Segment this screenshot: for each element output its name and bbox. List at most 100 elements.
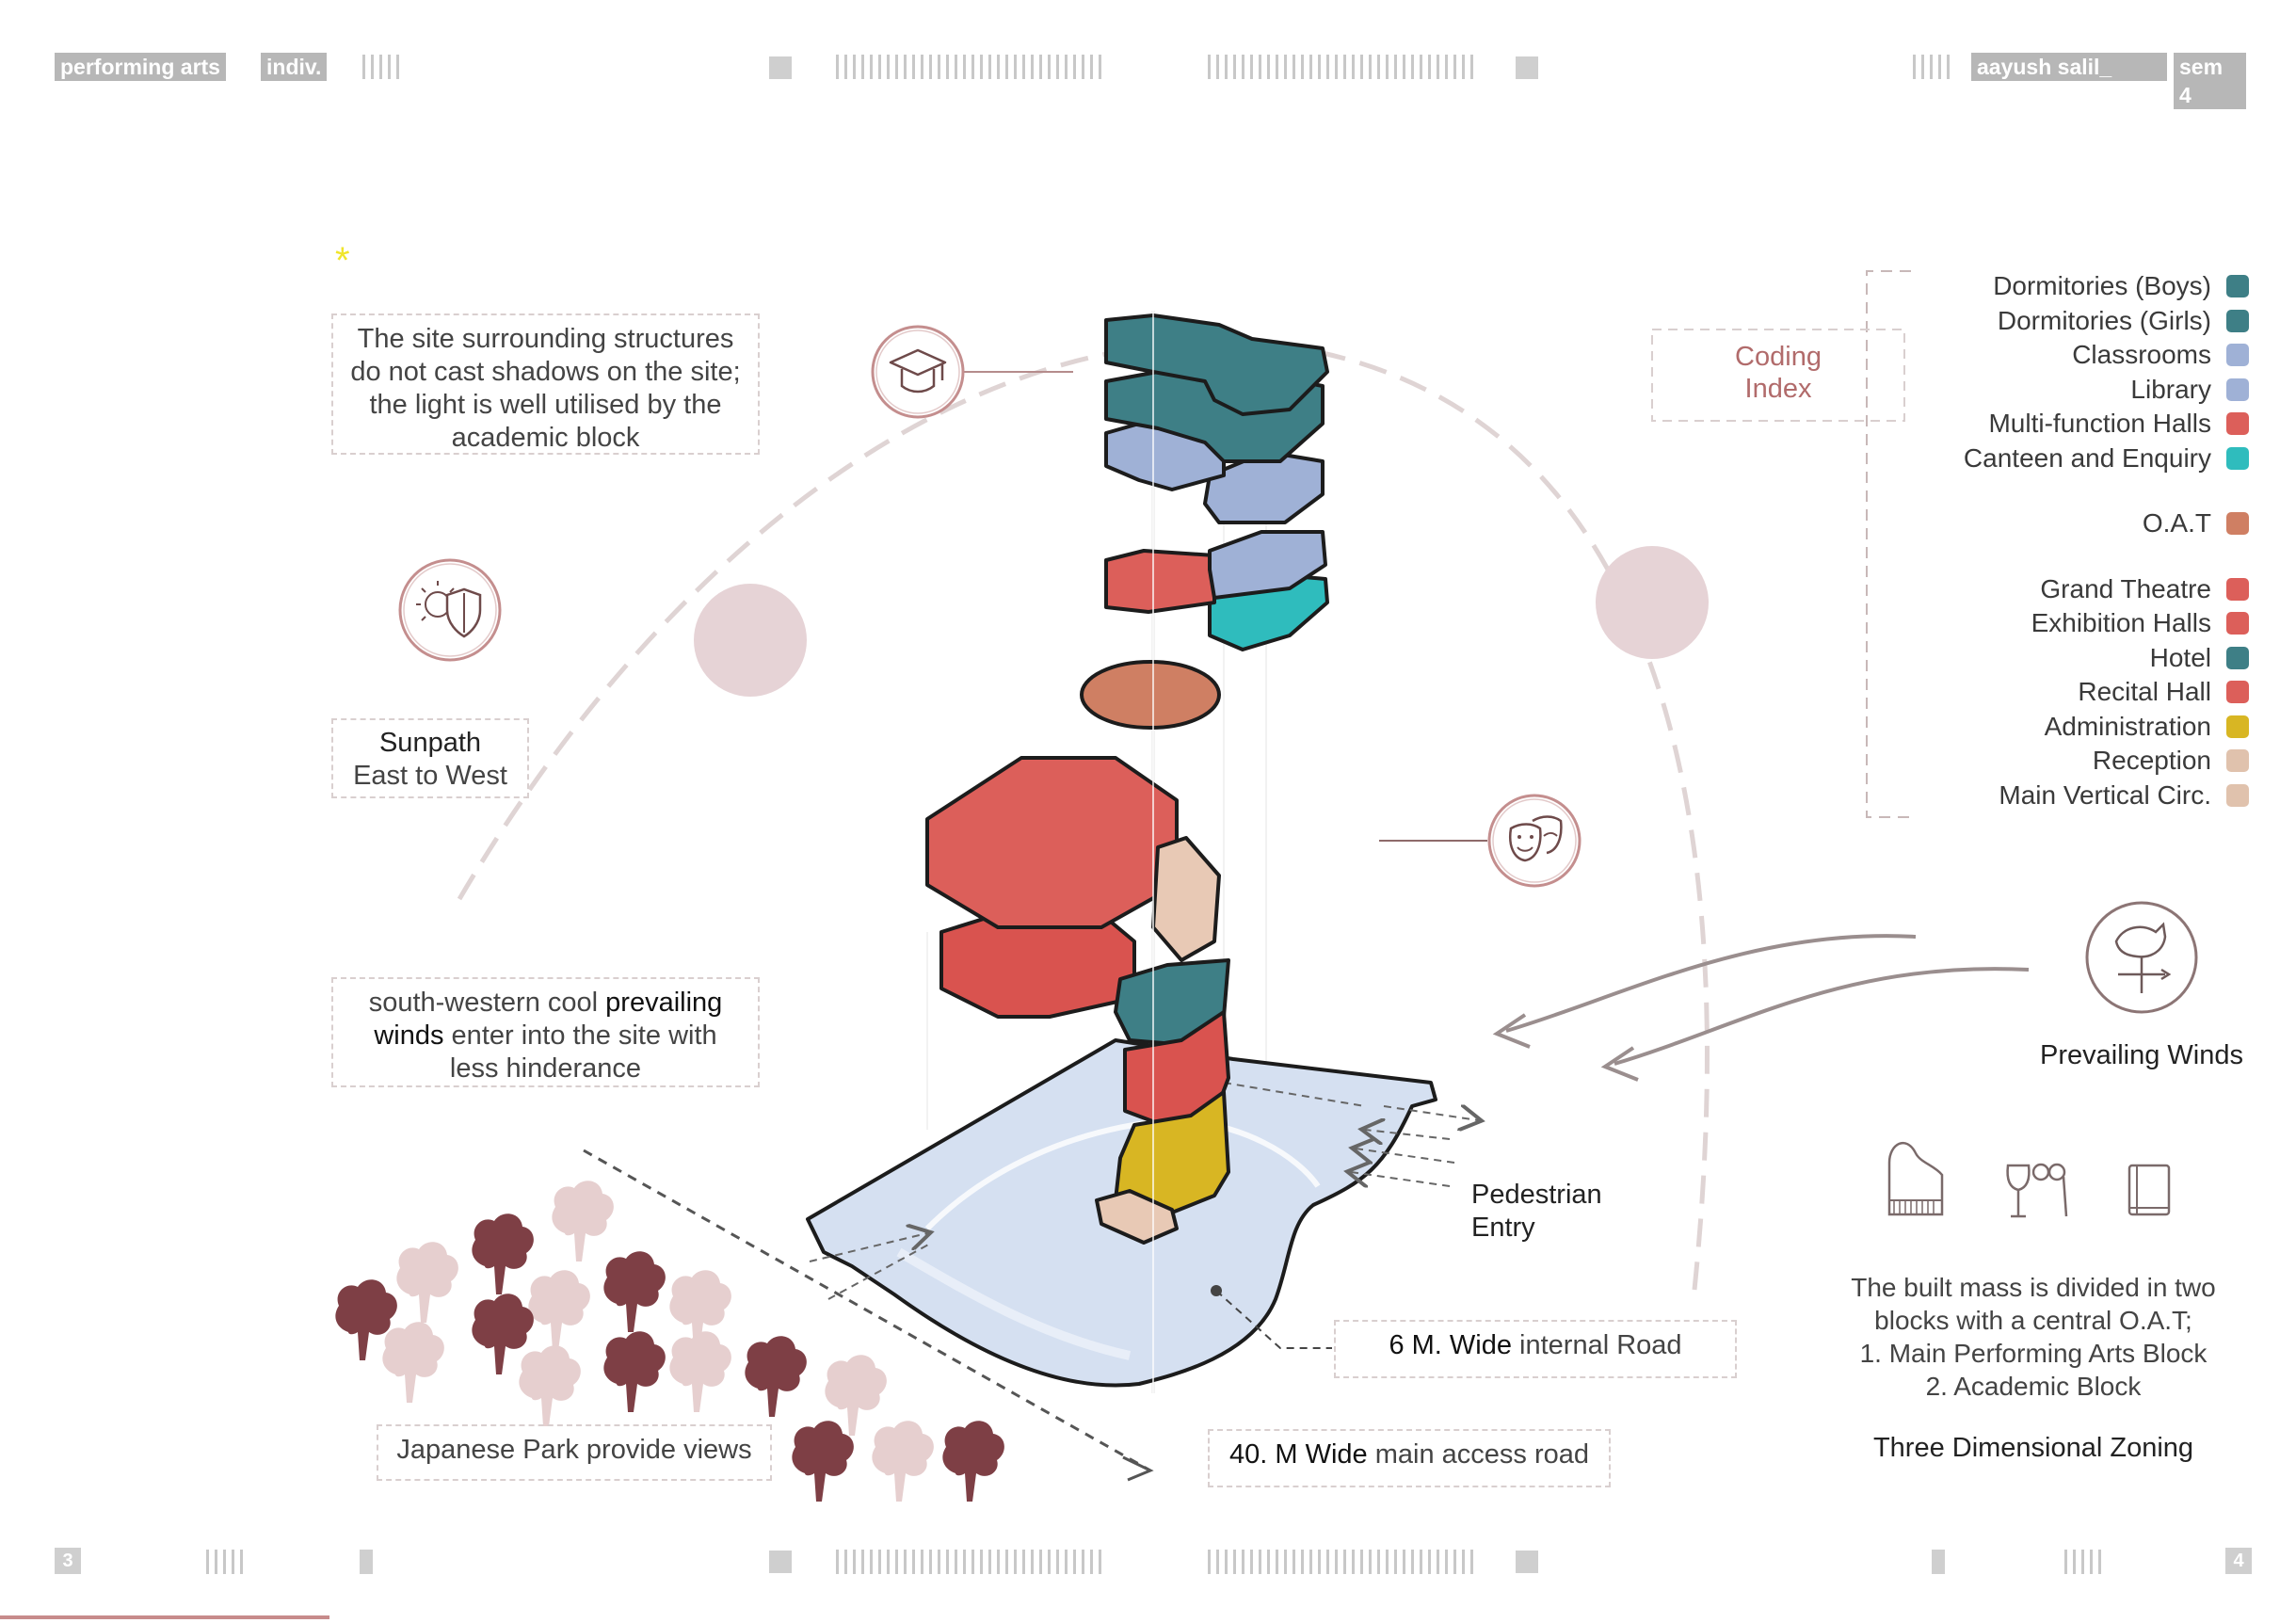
- winds-text-bold-1: prevailing: [605, 988, 723, 1018]
- note-prevailing-winds: south-western cool prevailing winds ente…: [331, 977, 760, 1087]
- zoning-summary-line-1: The built mass is divided in two: [1851, 1273, 2216, 1302]
- wind-arrow: [1505, 934, 1917, 1033]
- coding-index-bracket: [1866, 270, 1911, 818]
- legend-swatch: [2226, 309, 2249, 332]
- legend-item: Main Vertical Circ.: [1854, 779, 2249, 813]
- block-main-vertical-circulation: [1151, 836, 1221, 962]
- legend-item: O.A.T: [1854, 506, 2249, 541]
- header-tag-project: performing arts: [55, 53, 226, 81]
- pedestrian-entry-line-2: Entry: [1471, 1213, 1535, 1243]
- legend-swatch: [2226, 783, 2249, 807]
- winds-text-bold-2: winds: [374, 1020, 444, 1051]
- header-barcode: [1208, 55, 1473, 79]
- header-tag-semester: sem 4: [2174, 53, 2246, 109]
- footer-page-number-left: 3: [55, 1548, 81, 1574]
- sunpath-title: Sunpath: [378, 728, 482, 758]
- coding-index-line-2: Index: [1744, 374, 1812, 404]
- header-divider-ticks: [1913, 55, 1951, 79]
- zoning-summary-line-4: 2. Academic Block: [1925, 1372, 2142, 1401]
- zoning-title: Three Dimensional Zoning: [1872, 1433, 2194, 1463]
- pedestrian-entry-label: Pedestrian Entry: [1471, 1179, 1602, 1245]
- internal-road-label: internal Road: [1511, 1330, 1682, 1360]
- wind-arrow: [1614, 967, 2030, 1066]
- highlight-asterisk: *: [335, 240, 350, 281]
- zoning-summary: The built mass is divided in two blocks …: [1798, 1271, 2269, 1403]
- sun-shield-icon: [398, 558, 502, 662]
- legend-item: Recital Hall: [1854, 675, 2249, 710]
- graduation-cap-icon: [871, 325, 965, 419]
- footer-barcode: [836, 1550, 1101, 1574]
- footer-divider-ticks: [2064, 1550, 2102, 1574]
- japanese-park-trees: [335, 1181, 1004, 1502]
- legend-swatch: [2226, 681, 2249, 703]
- legend-swatch: [2226, 612, 2249, 635]
- legend-item: Hotel: [1854, 641, 2249, 676]
- prevailing-winds-caption: Prevailing Winds: [2040, 1040, 2243, 1070]
- legend-item: Library: [1854, 373, 2249, 408]
- internal-road-width: 6 M. Wide: [1389, 1330, 1512, 1360]
- legend-item: Reception: [1854, 744, 2249, 779]
- legend-swatch: [2226, 646, 2249, 669]
- header-barcode: [836, 55, 1101, 79]
- winds-text-suffix: enter into the site with less hinderance: [443, 1020, 717, 1084]
- sun-evening: [1596, 546, 1709, 659]
- block-multifunction-halls: [1104, 549, 1216, 614]
- legend-swatch: [2226, 378, 2249, 401]
- footer-marker: [360, 1550, 373, 1574]
- note-main-access-road: 40. M Wide main access road: [1208, 1429, 1611, 1487]
- pedestrian-entry-line-1: Pedestrian: [1471, 1180, 1602, 1210]
- coding-index-box: [1651, 329, 1905, 422]
- footer-page-number-right: 4: [2225, 1548, 2252, 1574]
- main-road-width: 40. M Wide: [1229, 1439, 1368, 1470]
- block-reception: [1095, 1189, 1179, 1245]
- header-divider-ticks: [362, 55, 400, 79]
- legend-item: Dormitories (Boys): [1854, 269, 2249, 304]
- header-tag-author: aayush salil_: [1971, 53, 2167, 81]
- note-internal-road: 6 M. Wide internal Road: [1334, 1320, 1737, 1378]
- legend-item: Grand Theatre: [1854, 572, 2249, 607]
- zoning-summary-line-2: blocks with a central O.A.T;: [1874, 1306, 2192, 1335]
- header-square-marker: [1516, 56, 1538, 79]
- weather-vane-icon: [2085, 901, 2198, 1014]
- legend-swatch: [2226, 344, 2249, 366]
- coding-index-line-1: Coding: [1735, 342, 1822, 372]
- sunpath-subtitle: East to West: [353, 761, 507, 791]
- legend-swatch: [2226, 412, 2249, 435]
- book-icon: [2127, 1164, 2171, 1216]
- block-oat: [1080, 660, 1221, 730]
- zoning-summary-line-3: 1. Main Performing Arts Block: [1859, 1339, 2208, 1368]
- footer-barcode: [1208, 1550, 1473, 1574]
- footer-square-marker: [769, 1551, 792, 1573]
- coding-legend: Dormitories (Boys) Dormitories (Girls) C…: [1854, 269, 2249, 812]
- legend-swatch: [2226, 715, 2249, 738]
- legend-item: Classrooms: [1854, 338, 2249, 373]
- legend-item: Dormitories (Girls): [1854, 304, 2249, 339]
- footer-square-marker: [1516, 1551, 1538, 1573]
- footer-divider-ticks: [206, 1550, 244, 1574]
- note-site-shadows: The site surrounding structures do not c…: [331, 313, 760, 455]
- legend-item: Multi-function Halls: [1854, 407, 2249, 442]
- piano-icon: [1887, 1141, 1944, 1216]
- legend-swatch: [2226, 749, 2249, 772]
- note-sunpath: Sunpath East to West: [331, 718, 529, 798]
- main-road-label: main access road: [1367, 1439, 1589, 1470]
- legend-item: Canteen and Enquiry: [1854, 442, 2249, 476]
- footer-accent-line: [0, 1615, 329, 1619]
- wine-glasses-icon: [2006, 1163, 2068, 1218]
- block-grand-theatre: [925, 756, 1179, 929]
- block-library: [1208, 530, 1327, 600]
- legend-swatch: [2226, 275, 2249, 297]
- block-administration: [1114, 1090, 1230, 1216]
- coding-index-label: Coding Index: [1652, 341, 1904, 405]
- legend-swatch: [2226, 577, 2249, 601]
- legend-swatch: [2226, 512, 2249, 535]
- header-tag-type: indiv.: [261, 53, 328, 81]
- winds-text-prefix: south-western cool: [368, 988, 606, 1018]
- sun-morning: [694, 584, 807, 697]
- header-square-marker: [769, 56, 792, 79]
- footer-marker: [1932, 1550, 1945, 1574]
- legend-swatch: [2226, 446, 2249, 470]
- note-japanese-park: Japanese Park provide views: [377, 1424, 772, 1481]
- theatre-masks-icon: [1487, 794, 1582, 888]
